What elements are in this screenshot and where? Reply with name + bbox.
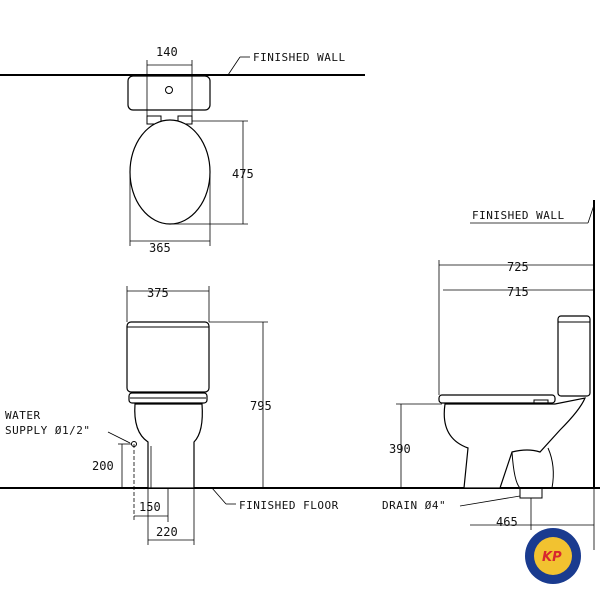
supply-leader [107,431,131,444]
flush-button [165,86,173,94]
dim-140: 140 [156,45,178,59]
top-wall-leader [227,56,241,76]
floor-leader [211,487,227,505]
side-tank [557,315,591,397]
dim-365: 365 [149,241,171,255]
top-view: FINISHED WALL 140 475 365 [0,45,365,255]
dim-150: 150 [139,500,161,514]
label-drain: DRAIN Ø4" [382,499,446,512]
front-tank [126,321,210,393]
dim-465: 465 [496,515,518,529]
dim-200: 200 [92,459,114,473]
front-view: FINISHED FLOOR 375 795 WATER SUPPLY Ø1/2… [0,286,600,545]
top-seat [129,119,211,225]
label-finished-wall-top: FINISHED WALL [253,51,346,64]
side-trapway [511,447,554,489]
dim-795: 795 [250,399,272,413]
logo-center [534,537,572,575]
dim-375: 375 [147,286,169,300]
kp-logo: KP [525,528,581,584]
side-wall-label-tick [587,204,595,224]
dim-390: 390 [389,442,411,456]
dim-475: 475 [232,167,254,181]
drain-pipe [519,487,543,499]
side-seat [438,394,556,404]
dim-220: 220 [156,525,178,539]
label-finished-floor: FINISHED FLOOR [239,499,339,512]
side-view: FINISHED WALL 725 715 390 DRAIN Ø4" 465 [382,200,595,550]
label-water: WATER [5,409,41,422]
label-supply: SUPPLY Ø1/2" [5,424,90,437]
dim-725: 725 [507,260,529,274]
drain-leader [459,495,521,507]
dim-715: 715 [507,285,529,299]
front-bowl [134,403,203,489]
logo-text: KP [542,550,562,565]
label-finished-wall-side: FINISHED WALL [472,209,565,222]
side-bowl [443,397,586,489]
